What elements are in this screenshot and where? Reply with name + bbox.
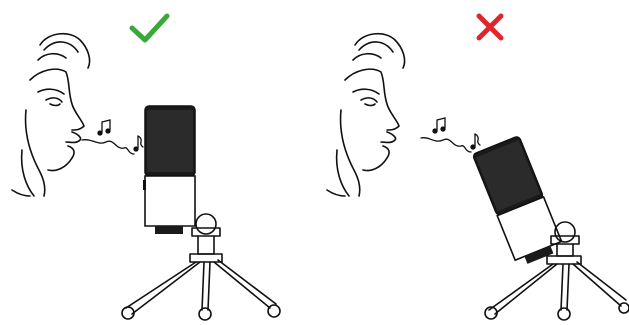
face-profile-icon: [327, 34, 405, 196]
tripod-stand-icon: [122, 214, 280, 320]
music-notes-icon: [421, 118, 480, 152]
incorrect-position-panel: [315, 0, 629, 325]
incorrect-position-drawing: [315, 0, 629, 325]
microphone-icon: [143, 106, 195, 234]
correct-position-drawing: [0, 0, 314, 325]
cross-icon: [479, 16, 501, 38]
correct-position-panel: [0, 0, 314, 325]
music-notes-icon: [82, 120, 143, 154]
face-profile-icon: [12, 34, 90, 196]
microphone-icon: [472, 136, 564, 268]
checkmark-icon: [132, 16, 167, 40]
